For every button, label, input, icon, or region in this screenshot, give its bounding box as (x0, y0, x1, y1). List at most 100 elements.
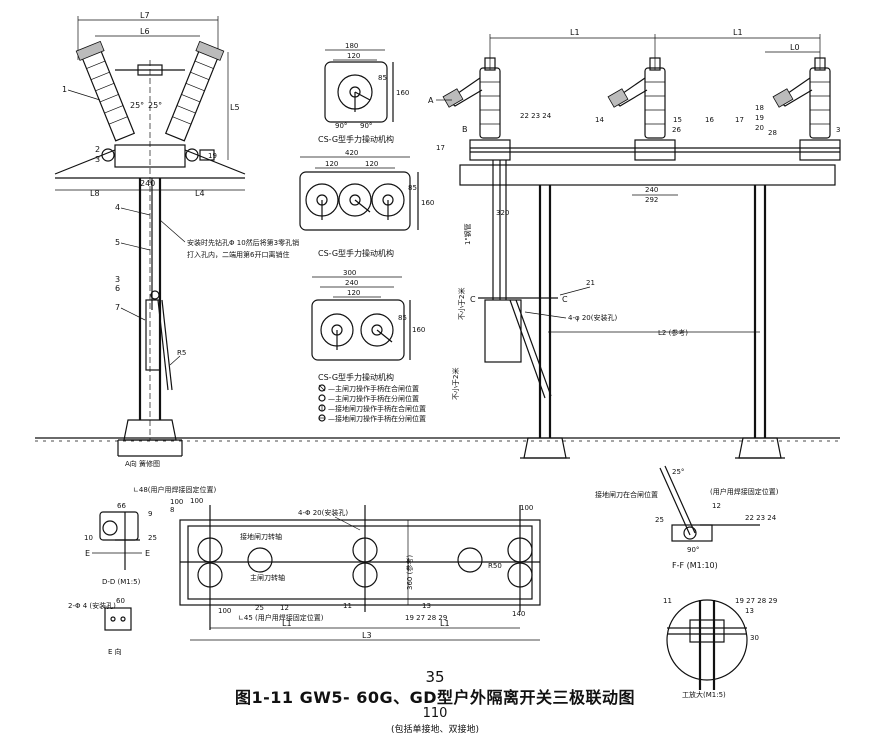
svg-text:100: 100 (218, 607, 231, 615)
label-3: 3 (95, 155, 100, 164)
plan-view: ∟48(用户用焊接固定位置) 100 8 9 25 4-Φ 20(安装孔) 接地… (133, 485, 541, 641)
svg-text:13: 13 (422, 602, 431, 610)
svg-text:240: 240 (345, 279, 358, 287)
svg-text:25: 25 (148, 534, 157, 542)
svg-text:22 23 24: 22 23 24 (520, 112, 552, 120)
svg-text:17: 17 (436, 144, 445, 152)
angle-right: 25° (148, 101, 162, 110)
svg-text:120: 120 (325, 160, 338, 168)
enlarged-view-label: 工放大(M1:5) (682, 690, 726, 699)
svg-text:320: 320 (496, 209, 509, 217)
cs-g-title-2: CS-G型手力操动机构 (318, 248, 394, 258)
label-b-right: B (462, 125, 468, 134)
dim-l5: L5 (230, 103, 240, 112)
svg-text:85: 85 (398, 314, 407, 322)
svg-text:90°: 90° (687, 546, 699, 554)
svg-text:L1: L1 (440, 619, 450, 628)
install-holes-a: 4-φ 20(安装孔) (568, 313, 617, 322)
svg-text:11: 11 (663, 597, 672, 605)
legend-item-3: —接地闸刀操作手柄在合闸位置 (328, 404, 426, 413)
svg-text:19 27 28 29: 19 27 28 29 (735, 597, 777, 605)
svg-text:2-Φ 4 (安装孔): 2-Φ 4 (安装孔) (68, 601, 116, 610)
svg-text:E 向: E 向 (108, 647, 122, 656)
svg-text:300: 300 (343, 269, 356, 277)
svg-text:26: 26 (672, 126, 681, 134)
l45-note: ∟45 (用户用焊接固定位置) (238, 613, 324, 622)
dim-l6: L6 (140, 27, 150, 36)
svg-text:292: 292 (645, 196, 658, 204)
svg-text:不小于2米: 不小于2米 (451, 368, 460, 400)
svg-text:13: 13 (745, 607, 754, 615)
cs-g-mechanism-1: 180 120 85 160 90° 90° CS-G型手力操动机构 (318, 42, 409, 144)
svg-text:19 27 28 29: 19 27 28 29 (405, 614, 447, 622)
svg-text:120: 120 (365, 160, 378, 168)
svg-text:不小于2米: 不小于2米 (457, 288, 466, 320)
label-4: 4 (115, 203, 120, 212)
dim-l8: L8 (90, 189, 100, 198)
page-number-top: 35 (425, 668, 445, 686)
svg-text:16: 16 (705, 116, 714, 124)
svg-text:160: 160 (412, 326, 425, 334)
dim-l0: L0 (790, 43, 800, 52)
svg-text:12: 12 (280, 604, 289, 612)
svg-text:(用户用焊接固定位置): (用户用焊接固定位置) (710, 487, 779, 496)
label-3b: 3 (115, 275, 120, 284)
l48-note: ∟48(用户用焊接固定位置) (133, 485, 217, 494)
svg-text:9: 9 (148, 510, 152, 518)
svg-text:100: 100 (170, 498, 183, 506)
svg-text:E: E (85, 549, 90, 558)
label-r5: R5 (177, 349, 186, 357)
svg-text:15: 15 (673, 116, 682, 124)
label-2: 2 (95, 145, 100, 154)
dim-19: 19 (208, 152, 217, 160)
svg-text:66: 66 (117, 502, 126, 510)
svg-text:420: 420 (345, 149, 358, 157)
dim-l1-b: L1 (733, 28, 743, 37)
enlarged-view: 11 19 27 28 29 13 30 工放大(M1:5) (663, 597, 777, 699)
label-a-right: A (428, 96, 434, 105)
figure-title: 图1-11 GW5- 60G、GD型户外隔离开关三极联动图 (234, 688, 636, 707)
dim-l2: L2 (参考) (658, 328, 688, 337)
angle-left: 25° (130, 101, 144, 110)
page-number-bottom: 110 (422, 706, 448, 721)
svg-text:主闸刀转轴: 主闸刀转轴 (250, 573, 285, 582)
svg-text:R50: R50 (488, 562, 502, 570)
svg-text:30: 30 (750, 634, 759, 642)
section-dd: 66 10 E E D-D (M1:5) (84, 502, 150, 586)
svg-text:8: 8 (170, 506, 174, 514)
svg-text:C: C (562, 295, 568, 304)
svg-text:140: 140 (512, 610, 525, 618)
svg-text:C: C (470, 295, 476, 304)
section-ff-label: F-F (M1:10) (672, 561, 718, 570)
legend-item-2: —主闸刀操作手柄在分闸位置 (328, 394, 419, 403)
figure-subtitle: (包括单接地、双接地) (390, 725, 480, 735)
svg-text:11: 11 (343, 602, 352, 610)
label-6: 6 (115, 284, 120, 293)
svg-text:14: 14 (595, 116, 604, 124)
label-7: 7 (115, 303, 120, 312)
svg-text:160: 160 (421, 199, 434, 207)
svg-text:90°: 90° (335, 122, 347, 130)
svg-text:21: 21 (586, 279, 595, 287)
svg-text:1"钢管: 1"钢管 (463, 223, 472, 245)
view-e: 2-Φ 4 (安装孔) 60 E 向 (68, 597, 132, 656)
install-note-2: 打入孔内，二端用第6开口离销住 (187, 250, 289, 259)
section-dd-label: D-D (M1:5) (102, 578, 141, 586)
svg-text:100: 100 (190, 497, 203, 505)
svg-text:240: 240 (645, 186, 658, 194)
svg-text:90°: 90° (360, 122, 372, 130)
dim-l4: L4 (195, 189, 205, 198)
svg-text:85: 85 (408, 184, 417, 192)
install-note-1: 安装时先钻孔Φ 10然后将第3零孔销 (187, 238, 299, 247)
svg-text:60: 60 (116, 597, 125, 605)
svg-text:22 23 24: 22 23 24 (745, 514, 777, 522)
svg-text:360 (参考): 360 (参考) (405, 555, 414, 590)
cs-g-mechanism-2: 420 120 120 85 160 CS-G型手力操动机构 (299, 149, 434, 258)
svg-text:17: 17 (735, 116, 744, 124)
label-5: 5 (115, 238, 120, 247)
svg-text:20: 20 (755, 124, 764, 132)
dim-240: 240 (140, 179, 155, 188)
legend-item-4: —接地闸刀操作手柄在分闸位置 (328, 414, 426, 423)
section-ff: 接地闸刀在合闸位置 (用户用焊接固定位置) 25° 12 22 23 24 25… (595, 465, 779, 570)
